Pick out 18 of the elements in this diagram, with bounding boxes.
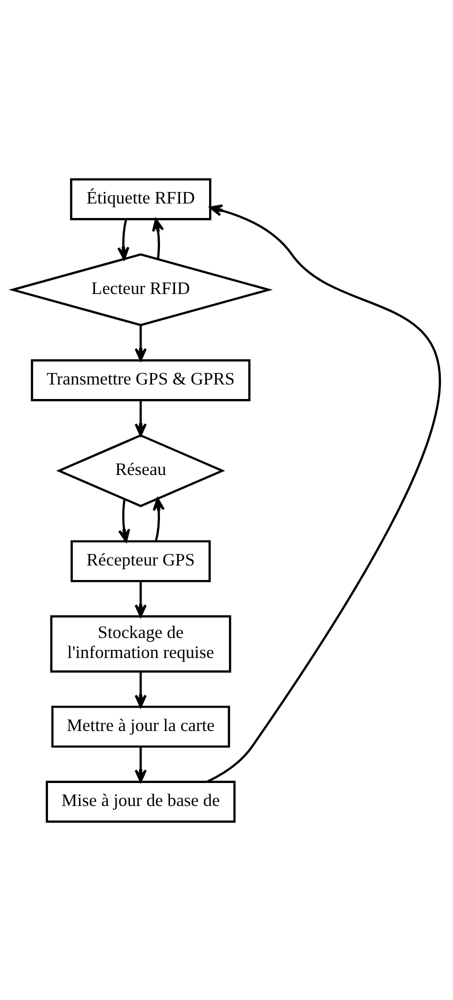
arrow xyxy=(134,324,147,361)
arrow xyxy=(117,218,130,260)
node-diamond: Réseau xyxy=(56,434,226,507)
arrow xyxy=(206,204,440,782)
node-box: Stockage de l'information requise xyxy=(50,614,232,672)
node-box: Transmettre GPS & GPRS xyxy=(30,358,250,401)
arrow xyxy=(152,218,164,259)
node-box: Récepteur GPS xyxy=(70,540,211,582)
arrow xyxy=(134,671,147,708)
node-box: Étiquette RFID xyxy=(70,178,212,220)
node-box: Mise à jour de base de xyxy=(46,780,236,822)
arrow xyxy=(134,746,147,782)
node-box: Mettre à jour la carte xyxy=(51,705,230,748)
arrow xyxy=(118,498,130,542)
node-diamond: Lecteur RFID xyxy=(8,252,273,326)
arrow xyxy=(134,400,147,436)
arrow xyxy=(134,580,147,617)
arrow xyxy=(152,497,165,541)
